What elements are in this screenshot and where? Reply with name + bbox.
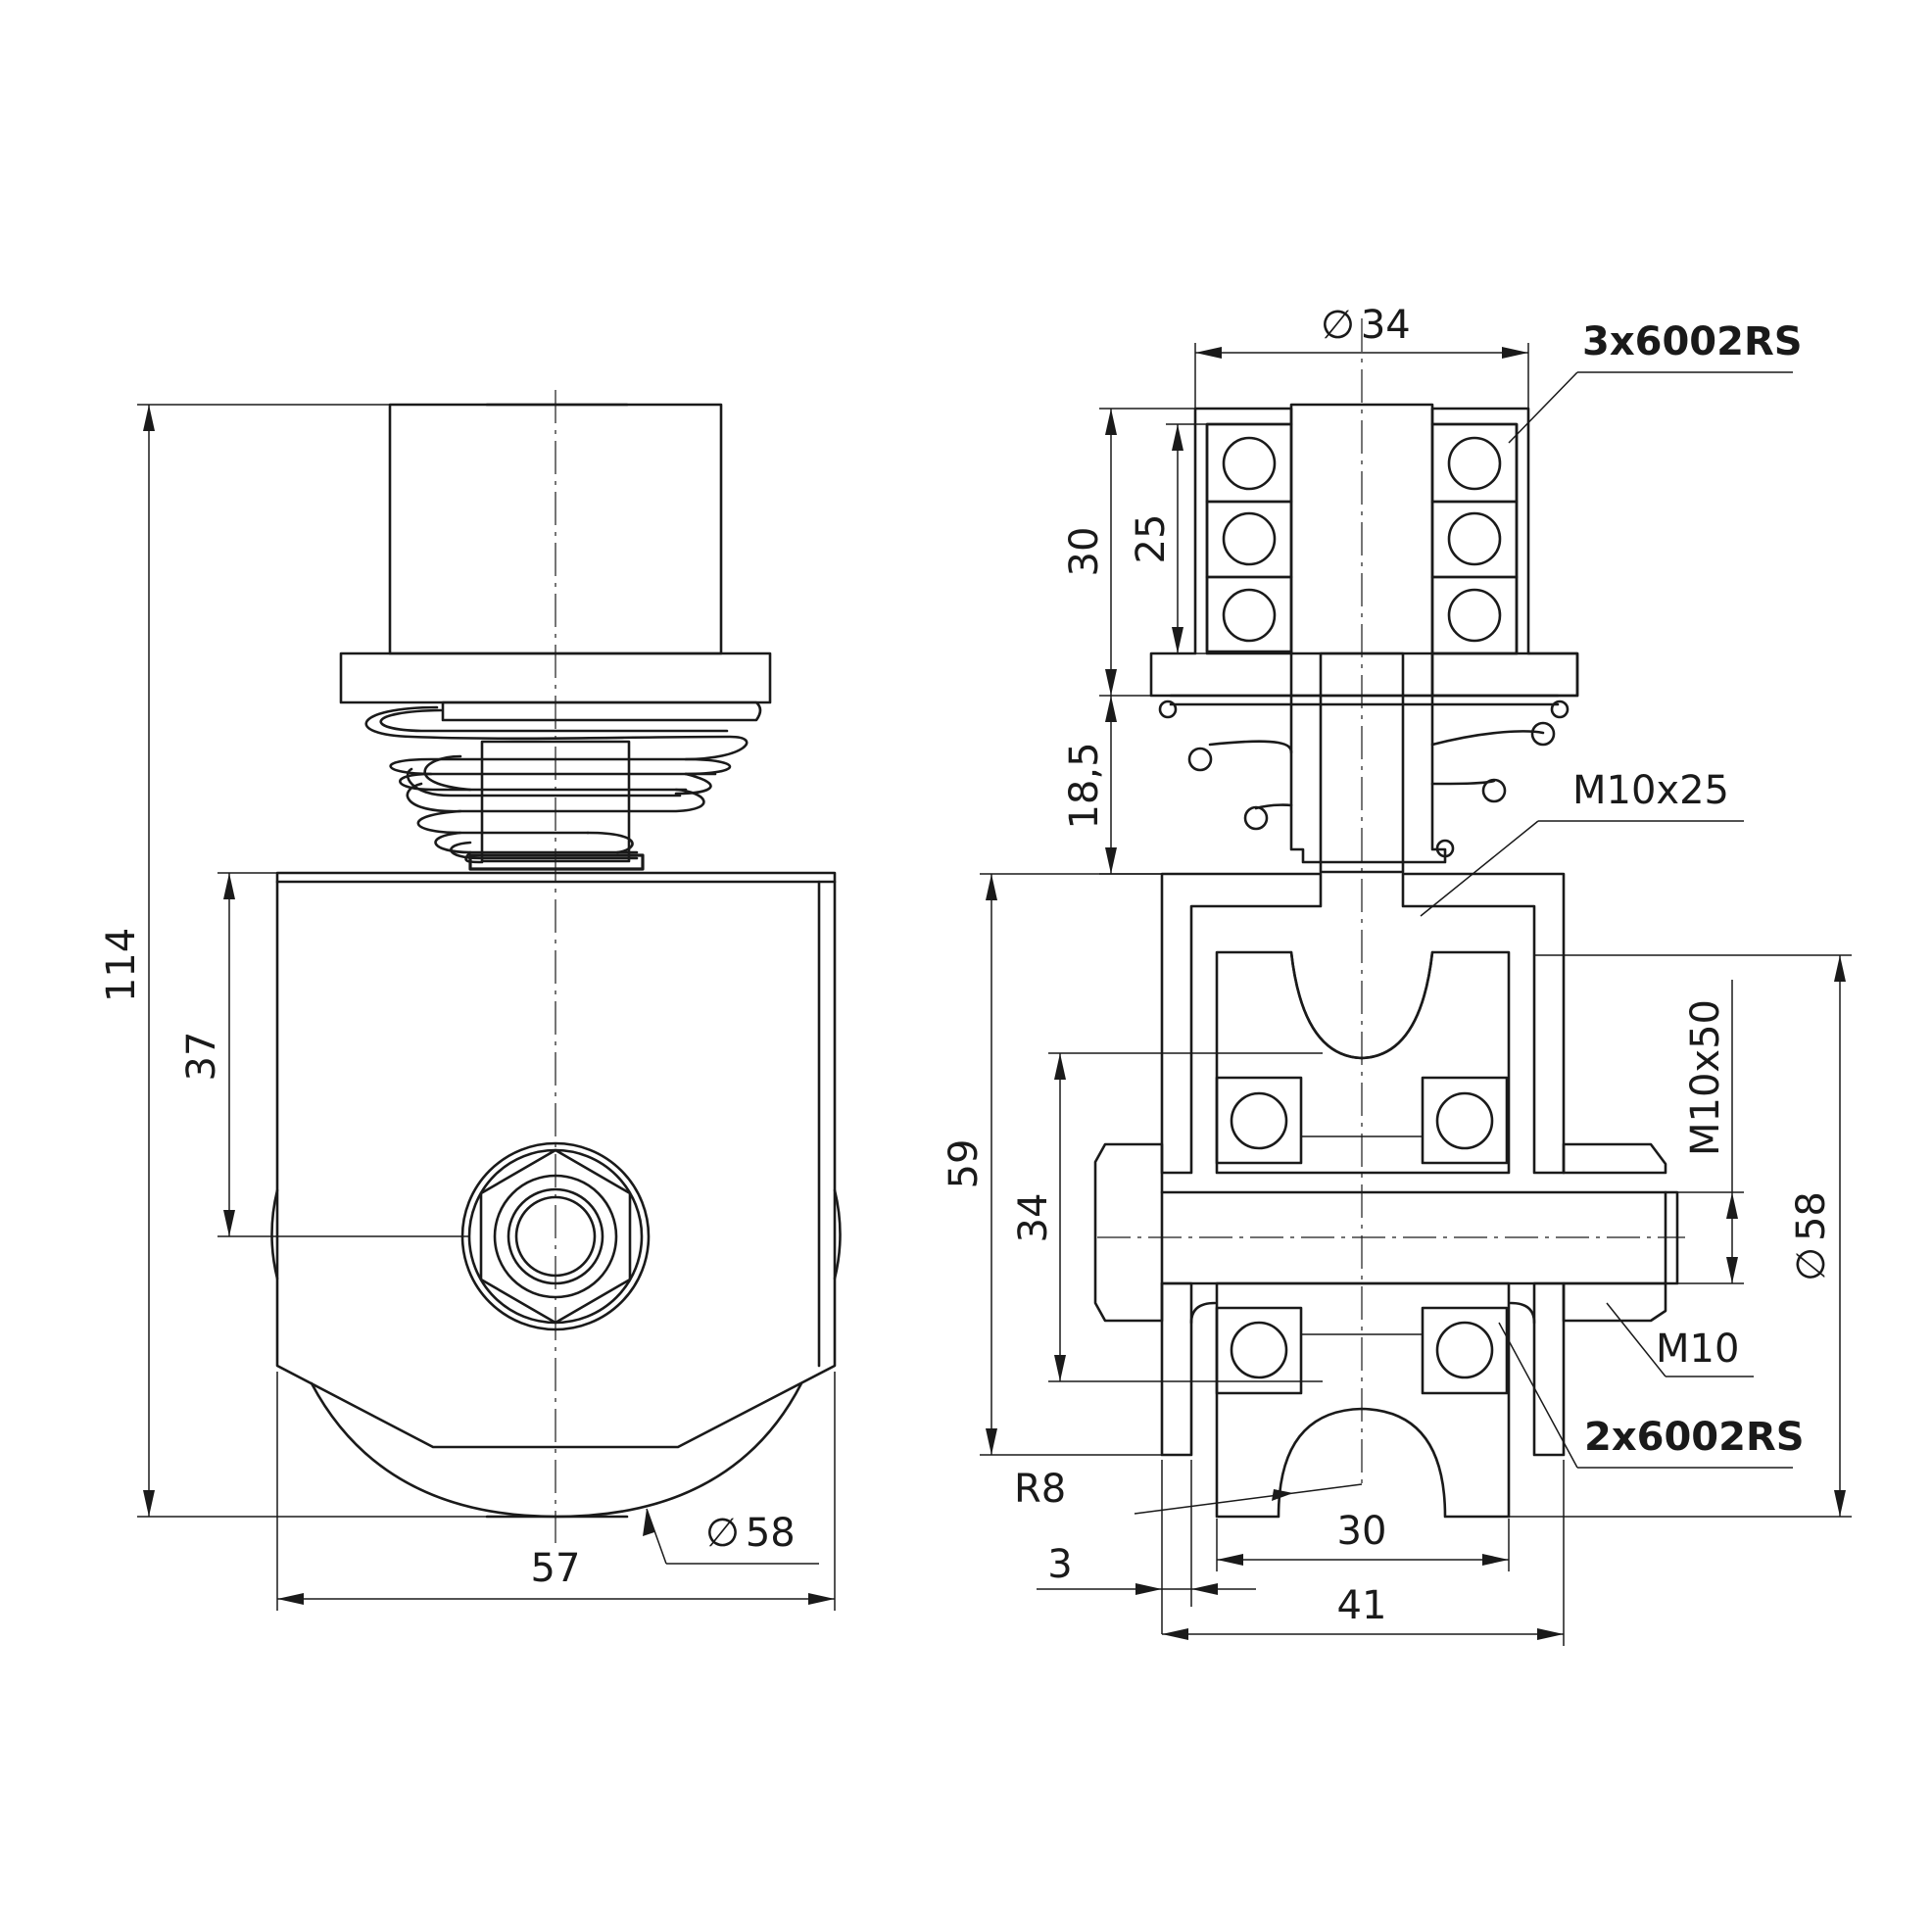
dim-height-total: 114 — [99, 928, 144, 1002]
label-bolt-top: M10x25 — [1572, 768, 1729, 813]
section-view: ∅34 30 25 18,5 59 34 — [942, 303, 1852, 1646]
dim-wheel-width: 30 — [1337, 1509, 1387, 1554]
label-nut: M10 — [1656, 1327, 1739, 1372]
dim-spring-gap: 18,5 — [1062, 742, 1107, 829]
wheel-section — [1215, 950, 1511, 1175]
dim-wheel-diameter-right: ∅58 — [1789, 1191, 1834, 1281]
dim-top-diameter: ∅34 — [1321, 303, 1411, 348]
dim-wall: 3 — [1047, 1542, 1072, 1587]
wheel-bearings-icon — [1215, 1076, 1509, 1395]
dim-wheel-bore: 34 — [1011, 1193, 1056, 1243]
dim-axle-height: 37 — [179, 1032, 224, 1082]
dim-wheel-diameter-left: ∅58 — [705, 1511, 796, 1556]
wheel-arc — [310, 1381, 803, 1519]
dim-bearing-stack: 25 — [1129, 514, 1174, 564]
top-shaft — [1289, 403, 1447, 864]
bracket-section — [1160, 872, 1323, 1175]
label-top-bearings: 3x6002RS — [1582, 319, 1803, 364]
spring — [364, 705, 749, 864]
axle-bolt — [1093, 1142, 1679, 1323]
label-axle-bolt: M10x50 — [1683, 999, 1728, 1156]
dim-width: 57 — [531, 1546, 581, 1591]
dim-top-height: 30 — [1062, 527, 1107, 577]
dim-radius: R8 — [1014, 1467, 1066, 1512]
dim-bracket-height: 59 — [942, 1139, 987, 1189]
spring-section — [1158, 694, 1570, 858]
axle-nut-section — [1562, 1142, 1667, 1175]
dim-bracket-width: 41 — [1337, 1583, 1387, 1628]
top-bolt — [1319, 652, 1405, 874]
top-bearings-icon — [1205, 422, 1519, 655]
bracket-side — [275, 871, 837, 1449]
label-wheel-bearings: 2x6002RS — [1584, 1415, 1805, 1460]
side-view: 114 37 57 ∅58 — [99, 390, 842, 1611]
